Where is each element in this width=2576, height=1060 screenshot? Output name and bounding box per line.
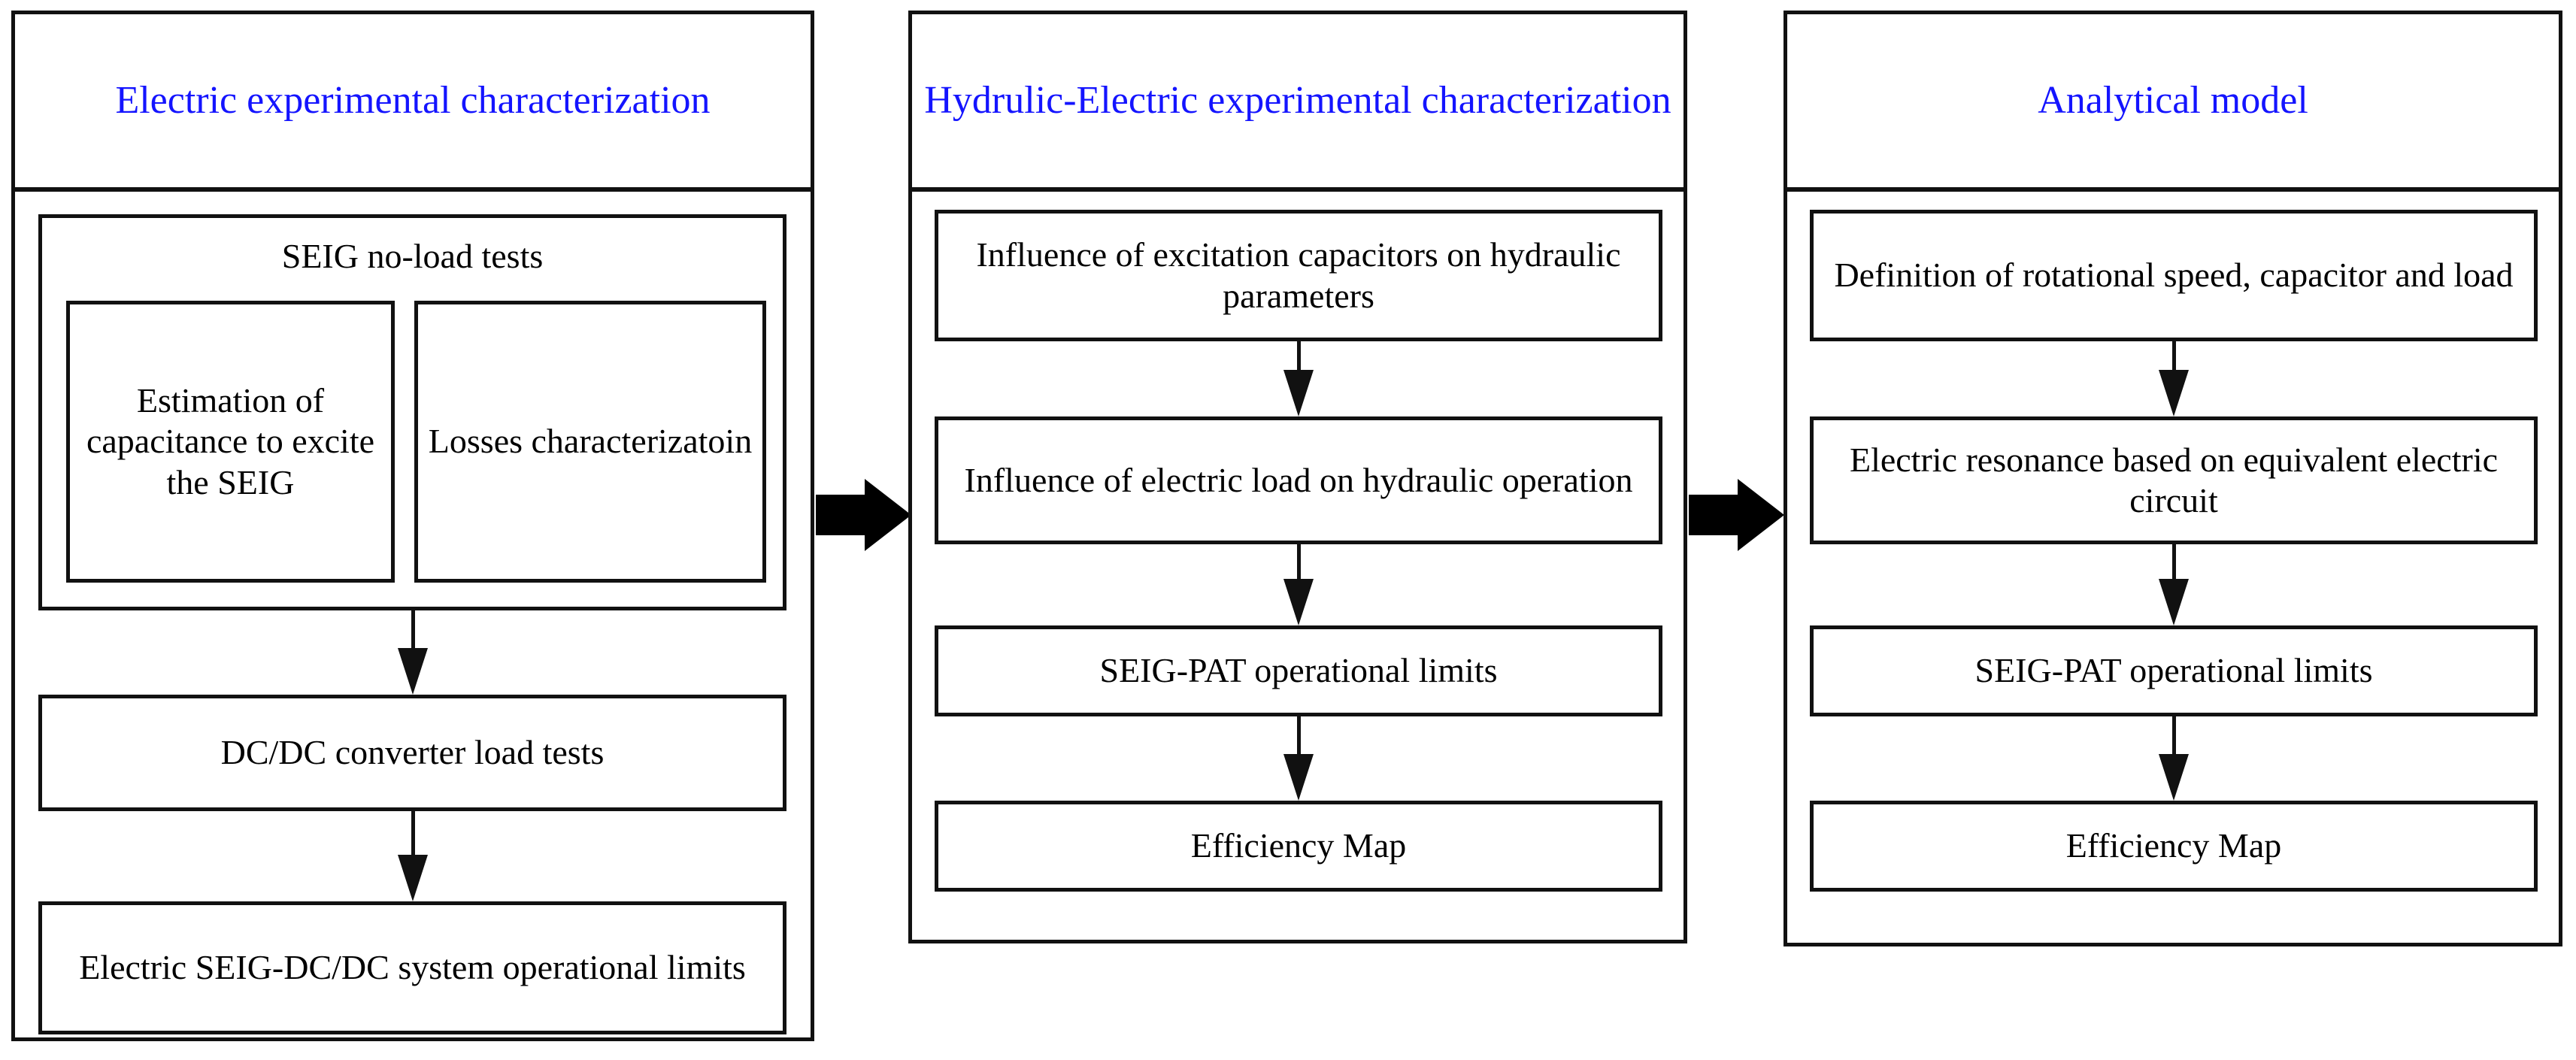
flow-arrow-c2-3 (1283, 716, 1314, 801)
arrow-shaft (2171, 544, 2176, 580)
node-label-efficiency-map: Efficiency Map (2065, 826, 2282, 865)
stage-arrow-tip (865, 479, 911, 551)
stage-arrow-tail (1689, 495, 1738, 535)
node-label-losses-characterization: Losses characterizatoin (428, 422, 753, 461)
stage-arrow-1-icon (816, 479, 911, 551)
panel-electric-experimental: Electric experimental characterization S… (11, 11, 814, 1041)
panel-analytical-model: Analytical model Definition of rotationa… (1784, 11, 2562, 946)
panel-title-electric-experimental: Electric experimental characterization (115, 78, 711, 122)
arrow-head-icon (2159, 754, 2189, 801)
node-electric-resonance[interactable]: Electric resonance based on equivalent e… (1810, 416, 2538, 544)
node-efficiency-map[interactable]: Efficiency Map (935, 801, 1662, 892)
panel-header-electric-experimental: Electric experimental characterization (15, 14, 811, 192)
flow-arrow-c1-2 (398, 811, 428, 901)
stage-arrow-2-icon (1689, 479, 1784, 551)
arrow-head-icon (1283, 370, 1314, 416)
node-label-influence-electric-load: Influence of electric load on hydraulic … (964, 460, 1633, 499)
node-label-dcdc-converter-load-tests: DC/DC converter load tests (220, 733, 605, 772)
flow-arrow-c3-1 (2159, 341, 2189, 416)
panel-header-hydraulic-electric-experimental: Hydrulic-Electric experimental character… (912, 14, 1683, 192)
stage-arrow-tail (816, 495, 865, 535)
node-label-seig-pat-operational-limits: SEIG-PAT operational limits (1099, 651, 1498, 690)
arrow-head-icon (398, 648, 428, 695)
node-label-electric-resonance: Electric resonance based on equivalent e… (1849, 440, 2499, 519)
node-label-estimation-capacitance: Estimation of capacitance to excite the … (86, 381, 375, 501)
node-label-electric-seig-dcdc-limits: Electric SEIG-DC/DC system operational l… (79, 948, 746, 987)
arrow-head-icon (2159, 370, 2189, 416)
flow-arrow-c2-1 (1283, 341, 1314, 416)
panel-title-analytical-model: Analytical model (2038, 78, 2308, 122)
node-estimation-capacitance[interactable]: Estimation of capacitance to excite the … (66, 301, 395, 583)
node-influence-electric-load[interactable]: Influence of electric load on hydraulic … (935, 416, 1662, 544)
arrow-shaft (1296, 544, 1301, 580)
panel-body-electric-experimental: SEIG no-load tests Estimation of capacit… (15, 192, 811, 1040)
arrow-head-icon (1283, 754, 1314, 801)
flow-arrow-c2-2 (1283, 544, 1314, 625)
node-losses-characterization[interactable]: Losses characterizatoin (414, 301, 766, 583)
arrow-shaft (1296, 716, 1301, 756)
node-definition-speed-capacitor-load[interactable]: Definition of rotational speed, capacito… (1810, 210, 2538, 341)
node-seig-pat-operational-limits[interactable]: SEIG-PAT operational limits (935, 625, 1662, 716)
node-label-seig-pat-operational-limits: SEIG-PAT operational limits (1974, 651, 2373, 690)
arrow-head-icon (2159, 579, 2189, 625)
node-dcdc-converter-load-tests[interactable]: DC/DC converter load tests (38, 695, 786, 811)
node-label-definition-speed-capacitor-load: Definition of rotational speed, capacito… (1834, 256, 2514, 295)
arrow-head-icon (398, 855, 428, 901)
flow-arrow-c1-1 (398, 610, 428, 695)
panel-body-analytical-model: Definition of rotational speed, capacito… (1787, 192, 2559, 946)
stage-arrow-tip (1738, 479, 1784, 551)
node-influence-excitation-capacitors[interactable]: Influence of excitation capacitors on hy… (935, 210, 1662, 341)
node-electric-seig-dcdc-limits[interactable]: Electric SEIG-DC/DC system operational l… (38, 901, 786, 1034)
arrow-shaft (2171, 341, 2176, 371)
panel-body-hydraulic-electric-experimental: Influence of excitation capacitors on hy… (912, 192, 1683, 943)
node-seig-pat-operational-limits[interactable]: SEIG-PAT operational limits (1810, 625, 2538, 716)
flow-arrow-c3-2 (2159, 544, 2189, 625)
arrow-shaft (2171, 716, 2176, 756)
group-title-seig-no-load-tests: SEIG no-load tests (281, 237, 544, 275)
flow-arrow-c3-3 (2159, 716, 2189, 801)
arrow-shaft (1296, 341, 1301, 371)
group-seig-no-load-tests[interactable]: SEIG no-load tests Estimation of capacit… (38, 214, 786, 610)
node-label-efficiency-map: Efficiency Map (1190, 826, 1407, 865)
arrow-head-icon (1283, 579, 1314, 625)
node-label-influence-excitation-capacitors: Influence of excitation capacitors on hy… (976, 235, 1621, 315)
panel-hydraulic-electric-experimental: Hydrulic-Electric experimental character… (908, 11, 1687, 943)
node-efficiency-map[interactable]: Efficiency Map (1810, 801, 2538, 892)
panel-header-analytical-model: Analytical model (1787, 14, 2559, 192)
panel-title-hydraulic-electric-experimental: Hydrulic-Electric experimental character… (924, 78, 1671, 122)
arrow-shaft (411, 811, 415, 856)
arrow-shaft (411, 610, 415, 650)
